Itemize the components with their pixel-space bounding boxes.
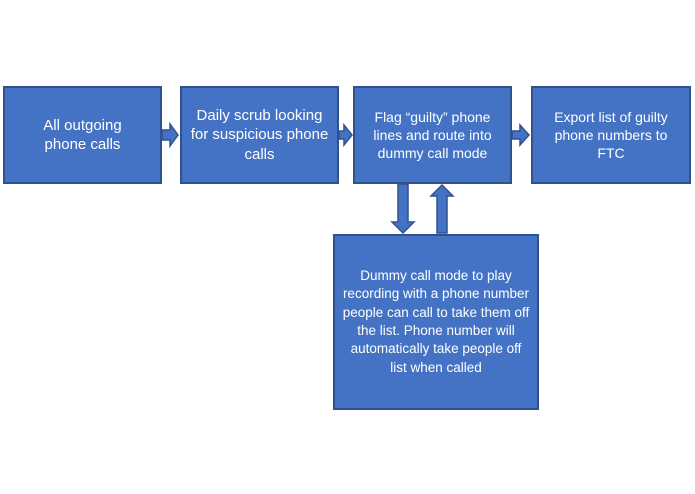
- node-flag-guilty-lines: Flag “guilty” phone lines and route into…: [353, 86, 512, 184]
- arrow-up-icon: [429, 183, 455, 234]
- node-label: Dummy call mode to play recording with a…: [342, 267, 530, 375]
- node-label: Daily scrub looking for suspicious phone…: [190, 106, 329, 163]
- node-label: All outgoing phone calls: [43, 116, 122, 154]
- arrow-right-icon: [161, 121, 179, 149]
- node-dummy-call-mode: Dummy call mode to play recording with a…: [333, 234, 539, 410]
- node-label: Export list of guilty phone numbers to F…: [554, 108, 668, 162]
- node-daily-scrub: Daily scrub looking for suspicious phone…: [180, 86, 339, 184]
- arrow-down-icon: [390, 183, 416, 235]
- arrow-right-icon: [338, 122, 353, 148]
- node-label: Flag “guilty” phone lines and route into…: [373, 108, 492, 162]
- node-export-to-ftc: Export list of guilty phone numbers to F…: [531, 86, 691, 184]
- arrow-right-icon: [511, 123, 531, 147]
- node-all-outgoing-calls: All outgoing phone calls: [3, 86, 162, 184]
